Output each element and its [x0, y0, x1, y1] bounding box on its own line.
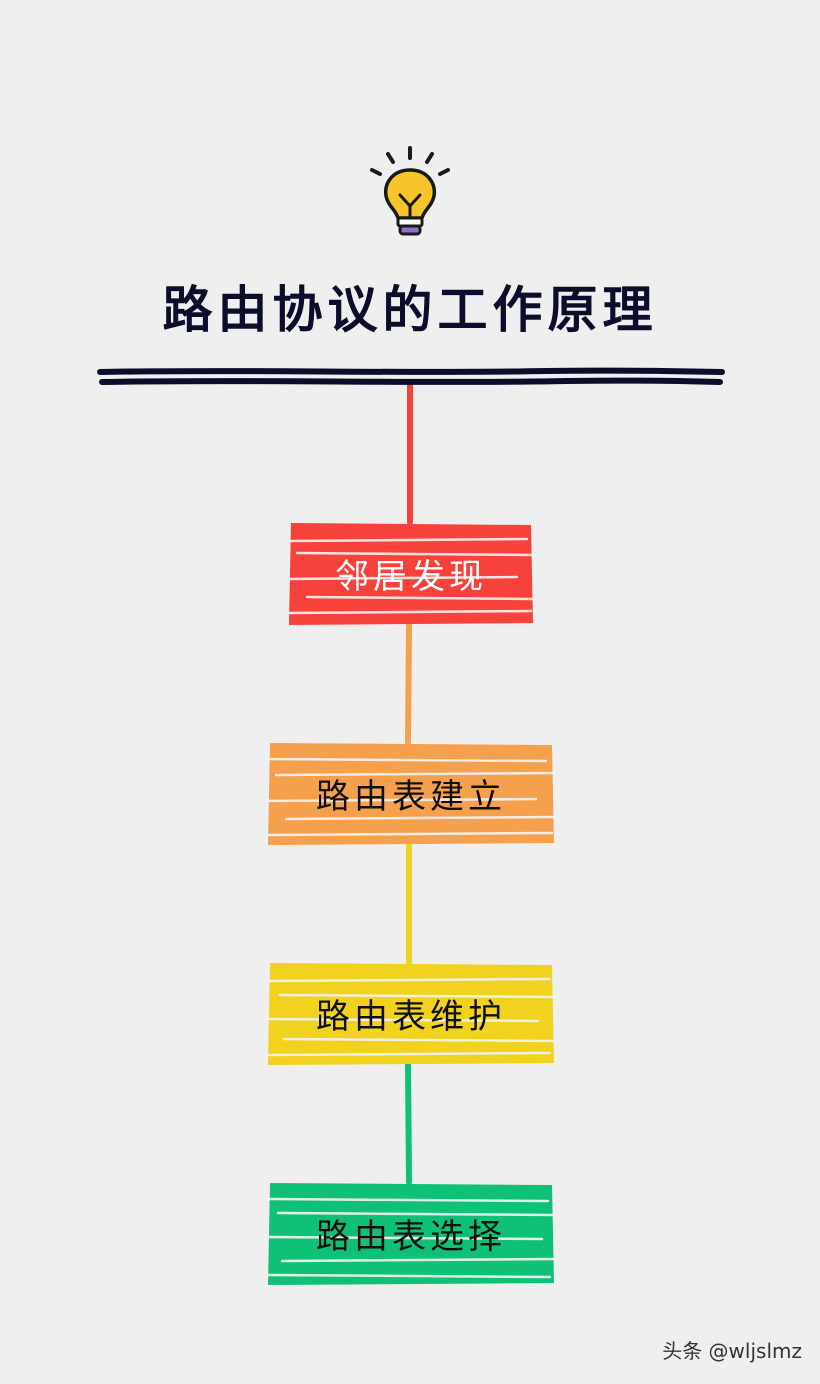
step-box-2 — [266, 743, 556, 845]
watermark: 头条 @wljslmz — [662, 1339, 802, 1363]
step-label: 路由表选择 — [316, 1217, 506, 1257]
step-label: 邻居发现 — [335, 557, 487, 597]
connector-4 — [405, 1062, 412, 1185]
step-neighbor-discovery: 邻居发现 — [287, 519, 535, 628]
step-routing-table-maintain: 路由表维护 — [266, 959, 556, 1068]
connector-2 — [405, 622, 412, 745]
step-box-3 — [266, 963, 556, 1065]
step-routing-table-select: 路由表选择 — [266, 1179, 556, 1288]
lightbulb-icon — [370, 146, 450, 236]
step-box-1 — [287, 523, 535, 625]
step-label: 路由表维护 — [316, 997, 506, 1037]
page-title: 路由协议的工作原理 — [162, 281, 658, 339]
step-label: 路由表建立 — [316, 777, 506, 817]
step-box-4 — [266, 1183, 556, 1285]
step-routing-table-build: 路由表建立 — [266, 739, 556, 848]
title-divider — [97, 367, 725, 385]
